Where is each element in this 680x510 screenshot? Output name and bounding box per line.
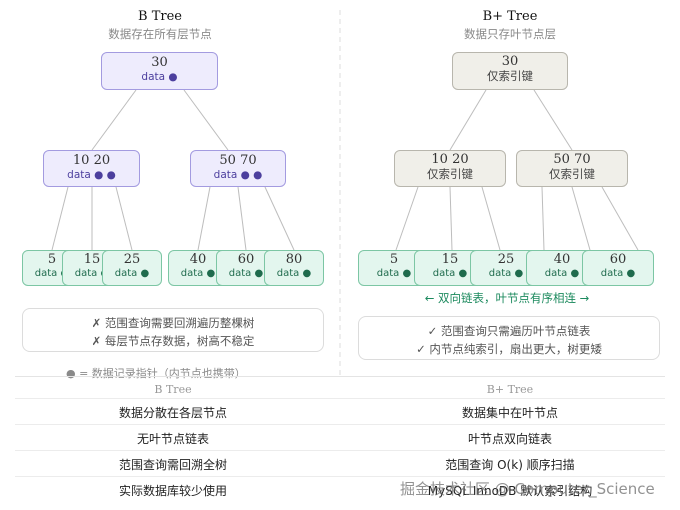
btree-title: B Tree (138, 9, 182, 24)
node-data-label: data ● (74, 267, 110, 279)
btree-notes-box: ✗ 范围查询需要回溯遍历整棵树 ✗ 每层节点存数据，树高不稳定 (22, 308, 324, 352)
bplus-leaf-node: 60 data ● (582, 250, 654, 286)
node-keys: 25 (123, 252, 141, 267)
data-pointer-legend: ● = 数据记录指针（内节点也携带） (66, 367, 246, 380)
node-data-label: data ● ● (213, 168, 263, 181)
node-data-label: data ● (600, 267, 636, 279)
btree-subtitle: 数据存在所有层节点 (108, 27, 212, 41)
table-row-divider (15, 450, 665, 451)
node-data-label: data ● (376, 267, 412, 279)
node-data-label: data ● (432, 267, 468, 279)
node-keys: 60 (609, 252, 627, 267)
table-cell: 数据分散在各层节点 (118, 406, 227, 420)
btree-internal-node-right: 50 70 data ● ● (190, 150, 286, 187)
btree-leaf-node: 25 data ● (102, 250, 162, 286)
node-data-label: data ● (141, 70, 178, 83)
bplus-notes-box: ✓ 范围查询只需遍历叶节点链表 ✓ 内节点纯索引，扇出更大，树更矮 (358, 316, 660, 360)
node-keys: 5 (389, 252, 399, 267)
node-data-label: data ● ● (67, 168, 116, 181)
btree-note: ✗ 范围查询需要回溯遍历整棵树 (91, 316, 255, 330)
btree-leaf-node: 80 data ● (264, 250, 324, 286)
table-row-divider (15, 398, 665, 399)
bplus-note: ✓ 范围查询只需遍历叶节点链表 (427, 324, 591, 338)
node-index-label: 仅索引键 (549, 166, 595, 181)
node-keys: 10 20 (72, 153, 111, 168)
node-data-label: data ● (544, 267, 580, 279)
btree-internal-node-left: 10 20 data ● ● (43, 150, 140, 187)
leaf-chain-label: ← 双向链表，叶节点有序相连 → (424, 291, 590, 305)
btree-edges (51, 89, 295, 251)
table-cell: 范围查询需回溯全树 (118, 458, 227, 472)
node-data-label: data ● (180, 267, 216, 279)
bplus-root-node: 30 仅索引键 (452, 52, 568, 90)
bplus-internal-node-right: 50 70 仅索引键 (516, 150, 628, 187)
bplus-subtitle: 数据只存叶节点层 (464, 27, 556, 41)
table-top-divider (15, 376, 665, 377)
table-cell: 范围查询 O(k) 顺序扫描 (445, 458, 575, 472)
btree-note: ✗ 每层节点存数据，树高不稳定 (91, 334, 255, 348)
watermark-text: 掘金技术社区 @ Computer_Science (400, 480, 655, 498)
table-header-btree: B Tree (154, 383, 192, 396)
table-cell: 数据集中在叶节点 (461, 406, 558, 420)
bplus-note: ✓ 内节点纯索引，扇出更大，树更矮 (416, 342, 602, 356)
table-cell: 实际数据库较少使用 (118, 484, 227, 498)
node-keys: 5 (47, 252, 57, 267)
node-keys: 50 70 (219, 153, 257, 168)
table-cell: MySQL InnoDB 默认索引结构 (427, 484, 593, 498)
node-keys: 40 (189, 252, 207, 267)
node-keys: 30 (501, 54, 519, 69)
node-keys: 40 (553, 252, 571, 267)
node-data-label: data ● (228, 267, 264, 279)
table-header-bplus: B+ Tree (486, 383, 534, 396)
node-data-label: data ● (34, 267, 70, 279)
node-data-label: data ● (276, 267, 312, 279)
bplus-edges (395, 89, 639, 251)
table-row-divider (15, 424, 665, 425)
node-data-label: data ● (488, 267, 524, 279)
node-keys: 15 (83, 252, 101, 267)
node-index-label: 仅索引键 (487, 68, 533, 83)
bplus-title: B+ Tree (482, 9, 538, 24)
node-data-label: data ● (114, 267, 150, 279)
bplus-internal-node-left: 10 20 仅索引键 (394, 150, 506, 187)
node-keys: 10 20 (431, 152, 469, 167)
node-keys: 25 (497, 252, 515, 267)
node-keys: 80 (285, 252, 303, 267)
table-cell: 无叶节点链表 (136, 432, 209, 446)
table-cell: 叶节点双向链表 (467, 432, 552, 446)
node-keys: 60 (237, 252, 255, 267)
node-keys: 50 70 (553, 152, 591, 167)
table-row-divider (15, 476, 665, 477)
node-index-label: 仅索引键 (427, 166, 473, 181)
btree-root-node: 30 data ● (101, 52, 218, 90)
node-keys: 30 (151, 55, 168, 70)
node-keys: 15 (441, 252, 459, 267)
